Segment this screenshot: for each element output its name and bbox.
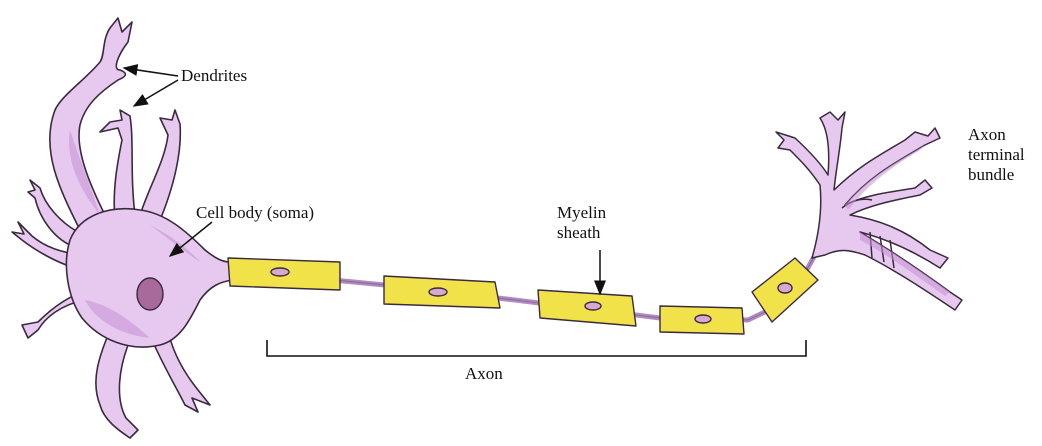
- myelin-segments: [228, 258, 818, 334]
- myelin-segment: [228, 258, 340, 290]
- dendrites-arrow-lower: [134, 80, 178, 106]
- dendrites-label: Dendrites: [181, 66, 247, 86]
- myelin-segment: [538, 290, 636, 326]
- cell-body-label: Cell body (soma): [196, 203, 314, 223]
- myelin-label-line-2: sheath: [557, 223, 606, 243]
- axon-bracket: [267, 340, 806, 356]
- myelin-segment: [660, 306, 744, 334]
- dendrite-top-middle: [100, 110, 135, 220]
- terminal-label-line-3: bundle: [968, 165, 1025, 185]
- myelin-segment: [384, 276, 500, 308]
- myelin-label-line-1: Myelin: [557, 203, 606, 223]
- nucleus: [137, 278, 163, 310]
- axon-label: Axon: [465, 364, 503, 384]
- axon-terminal-label: Axon terminal bundle: [968, 125, 1025, 185]
- terminal-label-line-2: terminal: [968, 145, 1025, 165]
- dendrite-top-right: [140, 110, 180, 225]
- dendrites-arrow-upper: [124, 68, 178, 76]
- myelin-sheath-label: Myelin sheath: [557, 203, 606, 243]
- terminal-label-line-1: Axon: [968, 125, 1025, 145]
